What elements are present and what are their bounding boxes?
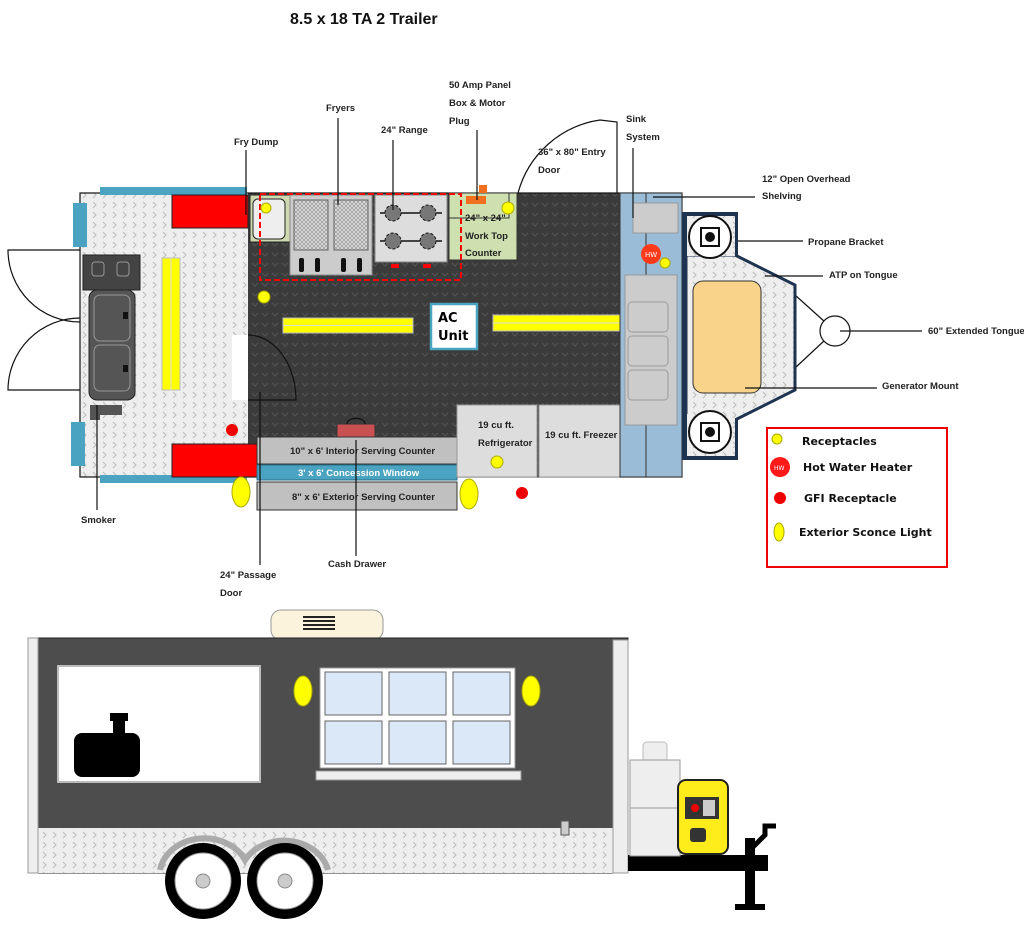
tongue-jack [735, 823, 776, 910]
concession-window-side [315, 667, 522, 781]
svg-text:Unit: Unit [438, 329, 468, 344]
freezer: 19 cu ft. Freezer [538, 404, 621, 478]
propane-bracket [688, 215, 732, 259]
gfi-receptacle-icon [226, 424, 238, 436]
label-panel: Box & Motor [449, 98, 506, 109]
generator-silhouette [74, 713, 140, 777]
window [73, 203, 87, 247]
leader-lines [96, 118, 922, 565]
legend-hot-water-heater: Hot Water Heater [803, 461, 913, 474]
propane-tank-side [629, 741, 681, 857]
label-sink-system: Sink [626, 114, 647, 125]
legend-gfi-receptacle: GFI Receptacle [804, 492, 897, 505]
generator-side [677, 779, 729, 855]
exterior-outlet [560, 820, 570, 836]
svg-text:8" x 6' Exterior Serving Count: 8" x 6' Exterior Serving Counter [292, 492, 435, 503]
propane-bracket [688, 410, 732, 454]
label-panel: Plug [449, 116, 470, 127]
label-shelving: 12" Open Overhead [762, 174, 851, 185]
tongue-assembly [682, 212, 851, 460]
legend: Receptacles HW Hot Water Heater GFI Rece… [766, 427, 948, 568]
window [100, 475, 247, 483]
receptacle-icon [771, 433, 783, 445]
sconce-light-icon [459, 478, 479, 510]
diagram-title: 8.5 x 18 TA 2 Trailer [290, 11, 438, 28]
fryers [289, 194, 373, 276]
tongue-side [628, 855, 768, 871]
floor-plan: 24" x 24" Work Top Counter AC Unit 10" x… [7, 185, 851, 511]
receptacle-icon [659, 257, 671, 269]
svg-text:19 cu ft.: 19 cu ft. [478, 420, 514, 431]
cash-drawer [336, 423, 376, 438]
svg-text:AC: AC [438, 311, 458, 326]
red-cabinet [171, 443, 259, 478]
hot-water-heater-icon [770, 457, 790, 477]
svg-text:10" x 6' Interior Serving Coun: 10" x 6' Interior Serving Counter [290, 446, 435, 457]
svg-text:Refrigerator: Refrigerator [478, 438, 533, 449]
hot-water-heater-icon [641, 244, 661, 264]
label-atp-tongue: ATP on Tongue [829, 270, 898, 281]
generator-mount [692, 280, 762, 394]
wheel [247, 843, 323, 919]
svg-text:19 cu ft. Freezer: 19 cu ft. Freezer [545, 430, 618, 441]
sconce-light-icon [773, 522, 785, 542]
exhaust-hood-outline [259, 193, 462, 281]
range [374, 194, 448, 268]
work-top-counter: 24" x 24" Work Top Counter [448, 185, 518, 261]
legend-sconce-light: Exterior Sconce Light [799, 526, 932, 539]
window [100, 187, 247, 195]
label-extended-tongue: 60" Extended Tongue [928, 326, 1024, 337]
gfi-receptacle-icon [516, 487, 528, 499]
svg-text:HW: HW [645, 251, 657, 259]
svg-text:Counter: Counter [465, 248, 502, 259]
label-shelving: Shelving [762, 191, 802, 202]
wheel [165, 843, 241, 919]
gfi-receptacle-icon [774, 492, 786, 504]
red-cabinet [171, 194, 249, 229]
svg-text:24" x 24": 24" x 24" [465, 213, 506, 224]
receptacle-icons [226, 201, 671, 510]
legend-receptacles: Receptacles [802, 435, 877, 448]
label-cash-drawer: Cash Drawer [328, 559, 386, 570]
label-entry-door: 36" x 80" Entry [538, 147, 606, 158]
side-view [27, 609, 776, 919]
label-generator-mount: Generator Mount [882, 381, 959, 392]
svg-text:HW: HW [774, 465, 785, 472]
label-fryers: Fryers [326, 103, 355, 114]
exterior-serving-counter [256, 481, 458, 511]
label-fry-dump: Fry Dump [234, 137, 279, 148]
passage-door [247, 334, 297, 401]
sink-system: HW [619, 192, 683, 478]
svg-text:3' x 6' Concession Window: 3' x 6' Concession Window [298, 468, 420, 479]
label-range: 24" Range [381, 125, 428, 136]
label-passage-door: Door [220, 588, 242, 599]
receptacle-icon [260, 202, 272, 214]
receptacle-icon [257, 290, 271, 304]
sconce-light-icon [293, 675, 313, 707]
sconce-light-icon [231, 476, 251, 508]
label-propane-bracket: Propane Bracket [808, 237, 884, 248]
interior-serving-counter [256, 436, 458, 465]
label-entry-door: Door [538, 165, 560, 176]
window [71, 422, 85, 466]
annotations: Fryers Fry Dump 24" Range 50 Amp Panel B… [81, 80, 1024, 599]
rear-doors [7, 249, 81, 391]
sconce-light-icon [521, 675, 541, 707]
passage-door-opening [232, 335, 248, 400]
ac-unit: AC Unit [429, 302, 479, 351]
receptacle-icon [501, 201, 515, 215]
label-smoker: Smoker [81, 515, 116, 526]
svg-text:Work Top: Work Top [465, 231, 508, 242]
receptacle-icon [490, 455, 504, 469]
label-sink-system: System [626, 132, 660, 143]
fender [157, 835, 331, 871]
label-panel: 50 Amp Panel [449, 80, 511, 91]
label-passage-door: 24" Passage [220, 570, 276, 581]
smoker [82, 254, 141, 420]
